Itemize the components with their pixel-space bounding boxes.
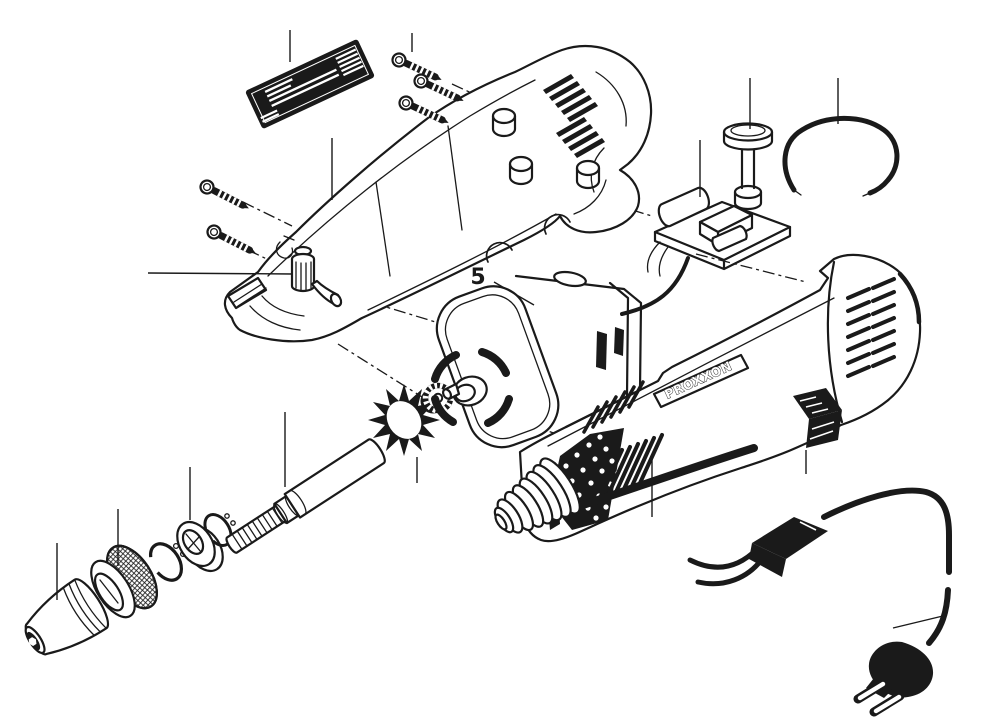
capacitor-small	[711, 224, 748, 253]
bearing	[176, 520, 224, 573]
collar-nut	[90, 544, 158, 619]
screw	[391, 52, 442, 81]
power-cord	[687, 487, 952, 717]
board-wires	[646, 241, 669, 277]
housing-shell-half	[223, 44, 653, 343]
cord-wire	[687, 546, 760, 570]
grip-strip	[573, 444, 758, 511]
screw	[398, 95, 449, 124]
type-label-sticker	[245, 39, 375, 129]
housing-screws	[199, 52, 464, 254]
motor-face-slots	[431, 348, 513, 427]
leader-lines	[56, 30, 948, 629]
callout-5: 5	[470, 265, 485, 290]
housing-vent-slats	[543, 74, 605, 158]
grip-vent-slats	[598, 433, 664, 500]
cable	[821, 487, 952, 575]
mains-plug	[853, 641, 934, 717]
screw-bosses	[491, 107, 601, 190]
speed-dial	[722, 122, 774, 211]
housing-nose-ribs	[226, 276, 268, 310]
wire-clip	[782, 115, 900, 197]
motor	[431, 270, 643, 449]
spindle-shaft	[225, 438, 386, 554]
tool-body: PROXXON	[518, 253, 922, 543]
cord-wire	[695, 556, 765, 587]
fan-impeller	[368, 384, 440, 456]
screw	[199, 179, 249, 209]
switch	[793, 388, 842, 448]
capacitor	[657, 186, 711, 228]
motor-wire	[620, 256, 690, 316]
screw	[206, 224, 256, 254]
nose-cone	[493, 457, 581, 534]
strain-relief	[749, 513, 829, 577]
top-vent-slats	[582, 380, 645, 434]
rear-vent-slats	[846, 277, 896, 378]
cable	[926, 587, 951, 646]
spindle-lock-knob	[275, 235, 343, 308]
screw	[413, 73, 464, 102]
control-board	[646, 122, 792, 277]
chuck	[24, 578, 110, 656]
